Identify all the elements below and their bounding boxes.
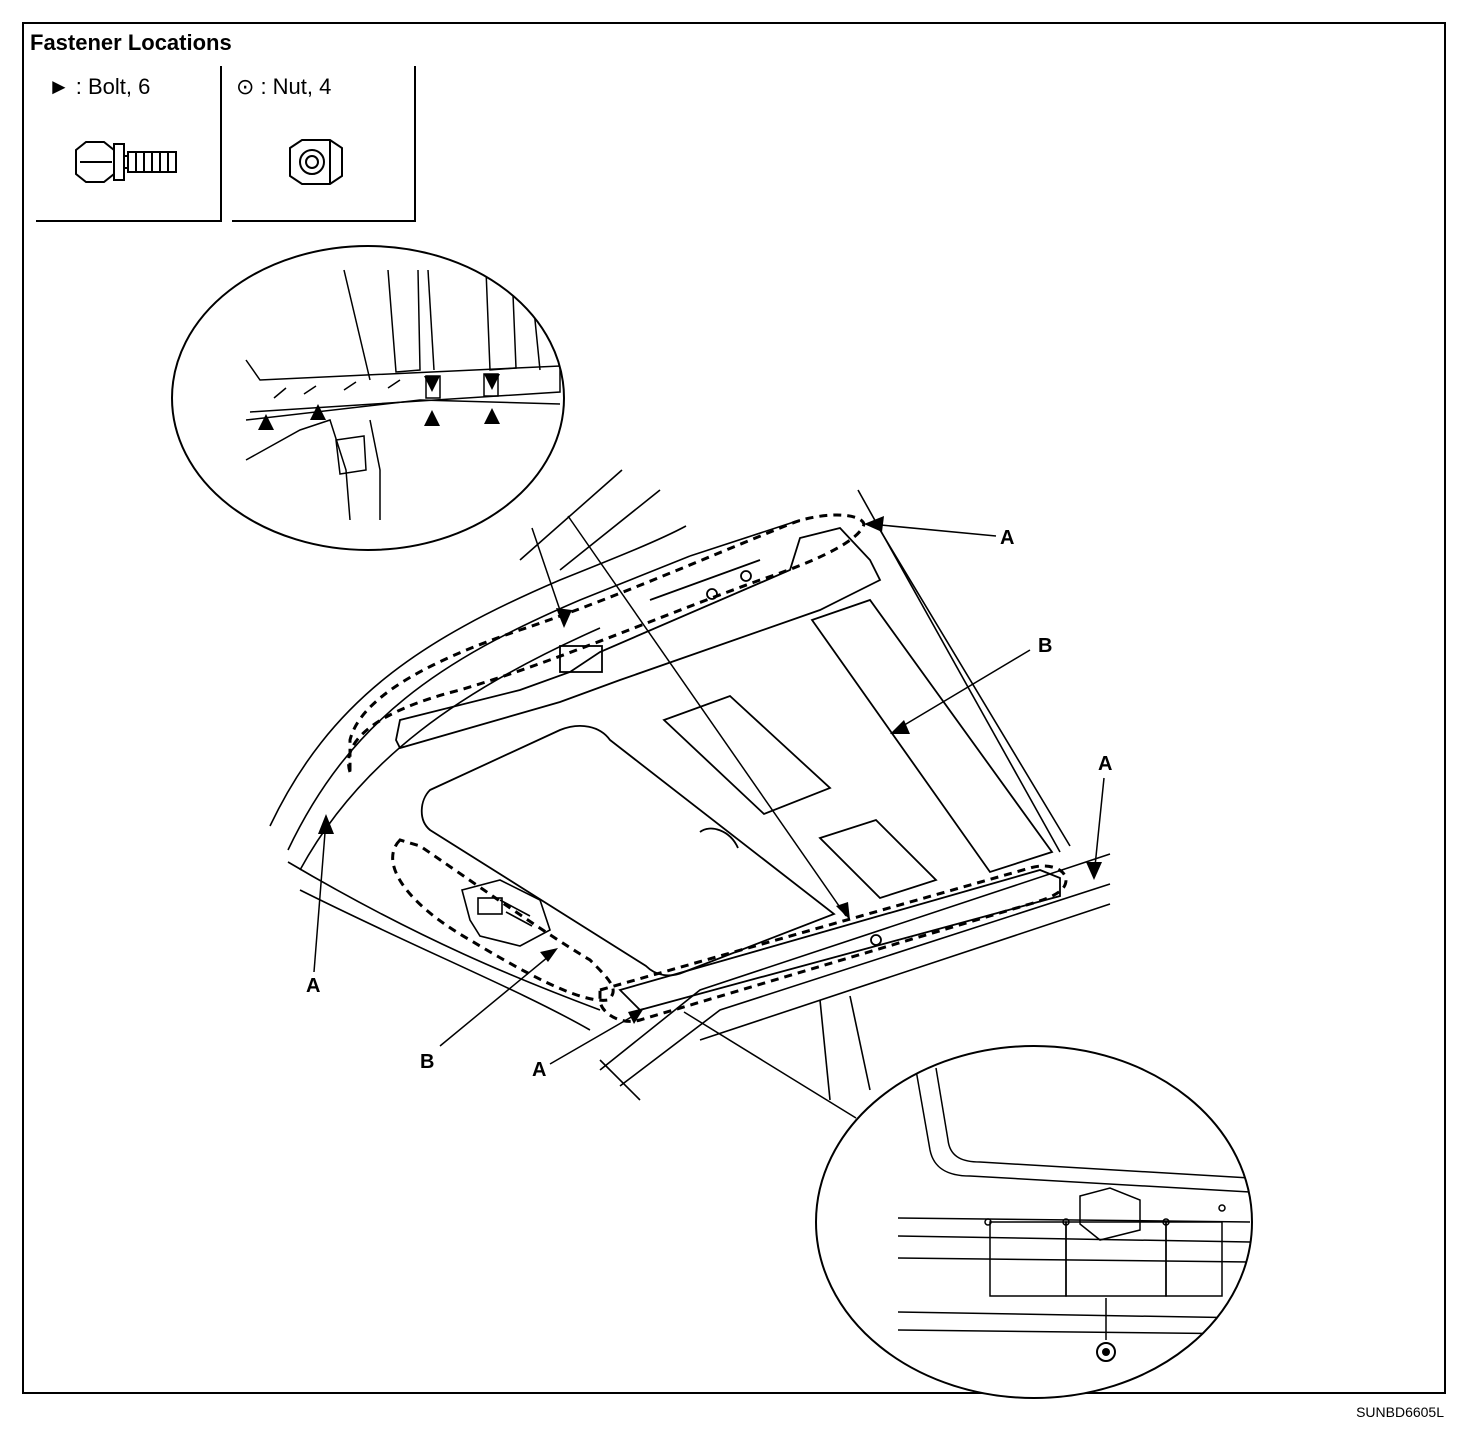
legend-bolt-text: : Bolt, 6: [75, 74, 151, 99]
legend-nut: ⊙: Nut, 4: [232, 66, 416, 222]
nut-icon: [289, 139, 343, 185]
nut-symbol-icon: ⊙: [236, 74, 255, 99]
callout-a-right: A: [1098, 753, 1112, 775]
sunroof-opening: [420, 725, 836, 977]
detail-view-bolts: [171, 245, 565, 551]
page-title: Fastener Locations: [30, 30, 232, 55]
diagram-frame: [22, 22, 1446, 1394]
front-rail: [395, 526, 882, 750]
headliner-patches: [662, 598, 1054, 900]
callout-b-top: B: [1038, 635, 1052, 657]
callout-a-left: A: [306, 975, 320, 997]
leader-lines: [313, 515, 1105, 1119]
legend-bolt: ►: Bolt, 6: [36, 66, 222, 222]
rear-rail: [618, 869, 1061, 1012]
nut-marker-icon: [1096, 1342, 1116, 1362]
callout-b-bottom: B: [420, 1051, 434, 1073]
callout-a-top: A: [1000, 527, 1014, 549]
bolt-icon: [75, 141, 177, 183]
arrow-heads: [318, 516, 1102, 1024]
dashed-outlines: [347, 513, 1068, 1023]
callout-labels: A B A A B A: [306, 527, 1112, 1081]
detail-view-nuts: [815, 1045, 1253, 1399]
bolt-symbol-icon: ►: [48, 74, 70, 99]
figure-id: SUNBD6605L: [1356, 1404, 1444, 1420]
legend-nut-text: : Nut, 4: [260, 74, 332, 99]
bolt-markers: [258, 374, 500, 430]
motor-assembly: [461, 879, 551, 947]
callout-a-bottom: A: [532, 1059, 546, 1081]
